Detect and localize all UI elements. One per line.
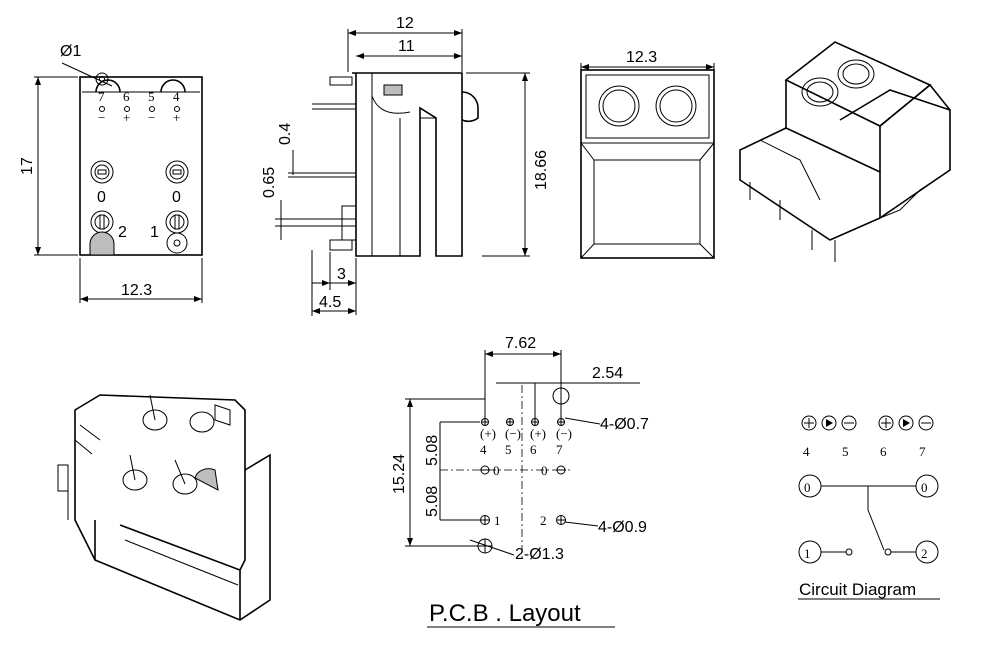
pcb-label-2: 2 [540, 513, 547, 528]
top-label-1: 1 [150, 224, 159, 241]
pcb-dim-7-62: 7.62 [505, 335, 536, 352]
top-label-2: 2 [118, 224, 127, 241]
dim-0-65: 0.65 [261, 167, 278, 198]
pcb-dim-2-54: 2.54 [592, 365, 623, 382]
dim-0-4: 0.4 [277, 123, 294, 145]
circuit-node-0-right: 0 [921, 480, 928, 495]
pcb-callout-medium: 4-Ø0.9 [598, 519, 647, 536]
circuit-node-1: 1 [804, 546, 811, 561]
svg-text:(+): (+) [480, 426, 496, 441]
circuit-diagram: 4 5 6 7 0 0 1 2 Circuit Diagram [798, 415, 940, 600]
top-zero-left: 0 [97, 189, 106, 206]
top-pin-6: 6 [123, 89, 130, 104]
pcb-title: P.C.B . Layout [429, 600, 581, 627]
pcb-pin-7: 7 [556, 442, 563, 457]
svg-text:(+): (+) [530, 426, 546, 441]
circuit-node-2: 2 [921, 546, 928, 561]
dim-3: 3 [337, 266, 346, 283]
isometric-view-right [739, 41, 951, 262]
circuit-pin-6: 6 [880, 444, 887, 459]
dim-12-3-front: 12.3 [626, 49, 657, 66]
circuit-title: Circuit Diagram [799, 580, 916, 599]
pcb-callout-large: 2-Ø1.3 [515, 546, 564, 563]
pcb-callout-small: 4-Ø0.7 [600, 416, 649, 433]
dim-12: 12 [396, 15, 414, 32]
svg-text:(−): (−) [556, 426, 572, 441]
isometric-view-left [57, 394, 271, 621]
pcb-label-1: 1 [494, 513, 501, 528]
svg-text:+: + [123, 110, 130, 125]
circuit-pin-7: 7 [919, 444, 926, 459]
pcb-dim-5-08-top: 5.08 [424, 435, 441, 466]
pcb-pin-6: 6 [530, 442, 537, 457]
pcb-pin-4: 4 [480, 442, 487, 457]
pcb-zero-left: 0 [493, 463, 500, 478]
pcb-dim-5-08-bottom: 5.08 [424, 486, 441, 517]
dim-17: 17 [19, 157, 36, 175]
top-pin-7: 7 [98, 89, 105, 104]
pcb-layout: 7.62 2.54 15.24 5.08 5.08 (+) (−) (+) (−… [391, 335, 649, 628]
side-view: 12 11 18.66 0.4 0.65 3 4.5 [261, 15, 550, 316]
svg-text:+: + [173, 110, 180, 125]
svg-text:−: − [148, 110, 155, 125]
pcb-zero-right: 0 [541, 463, 548, 478]
svg-text:−: − [98, 110, 105, 125]
circuit-node-0-left: 0 [804, 480, 811, 495]
pcb-dim-15-24: 15.24 [391, 454, 408, 494]
dim-12-3-bottom: 12.3 [121, 282, 152, 299]
pcb-pin-5: 5 [505, 442, 512, 457]
top-view: Ø1 7 6 5 4 − + − + 0 0 2 1 [19, 43, 203, 303]
top-pin-5: 5 [148, 89, 155, 104]
dim-11: 11 [398, 38, 415, 55]
svg-text:(−): (−) [505, 426, 521, 441]
dim-18-66: 18.66 [533, 150, 550, 190]
top-zero-right: 0 [172, 189, 181, 206]
circuit-pin-5: 5 [842, 444, 849, 459]
circuit-pin-4: 4 [803, 444, 810, 459]
front-view: 12.3 [580, 49, 715, 259]
dim-4-5: 4.5 [319, 294, 341, 311]
top-pin-4: 4 [173, 89, 180, 104]
hole-dia-label: Ø1 [60, 43, 81, 60]
